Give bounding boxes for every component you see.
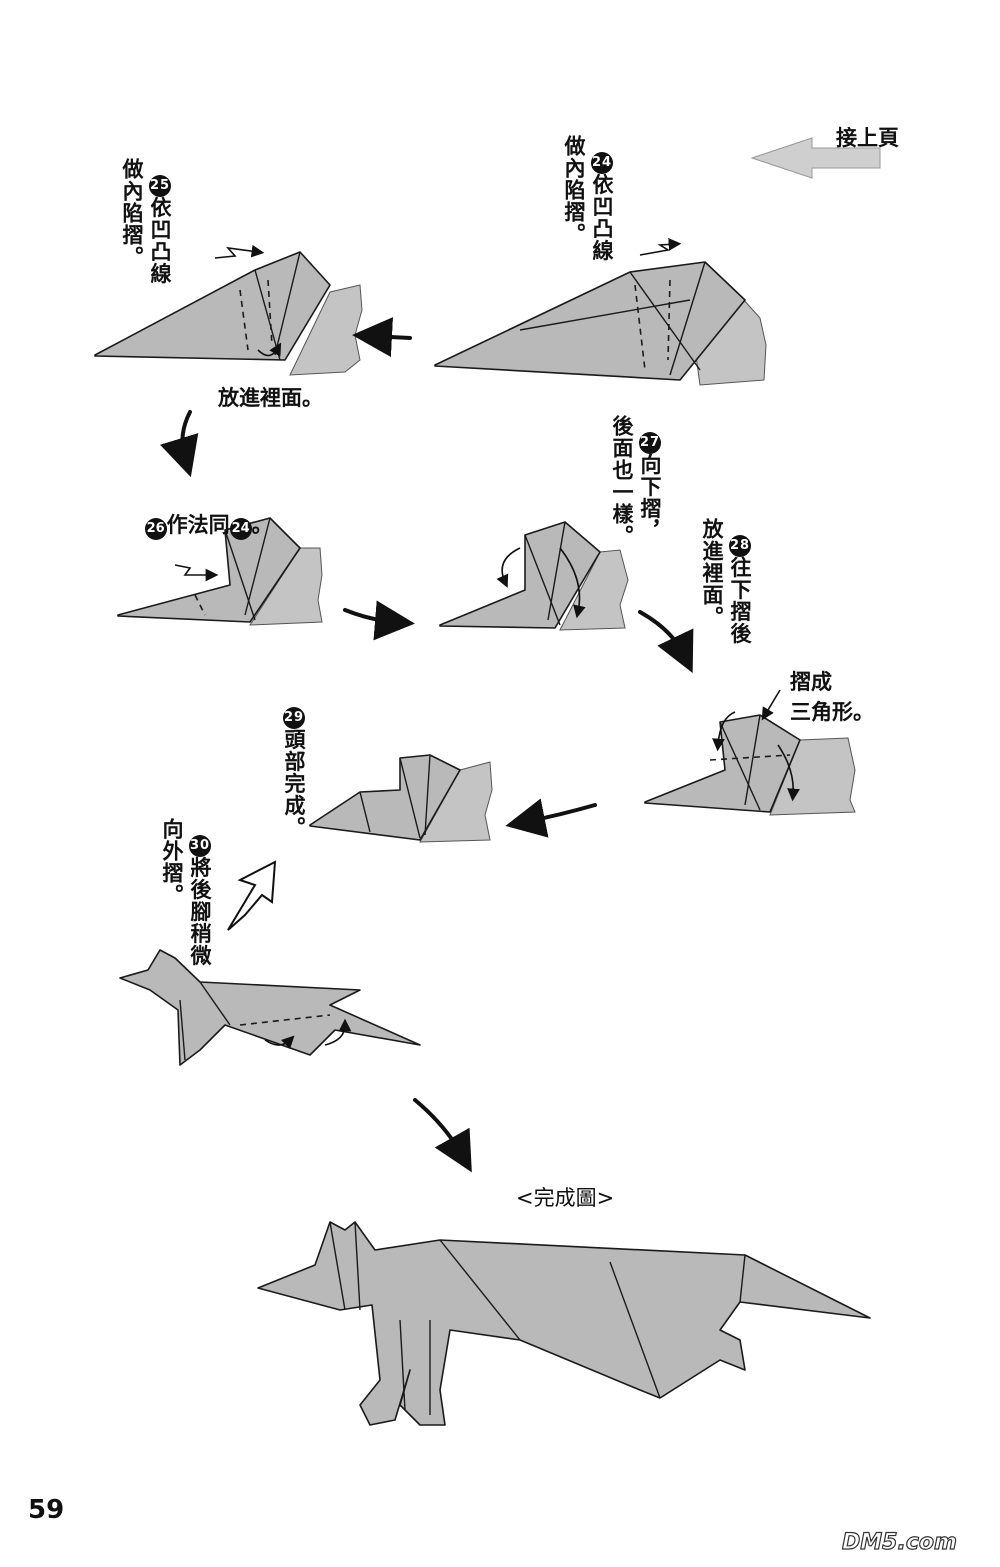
continue-from-previous-label: 接上頁	[836, 126, 899, 150]
step-25-figure	[94, 244, 363, 376]
final-fox-figure	[257, 1221, 871, 1426]
step-24-figure	[434, 238, 767, 386]
step-30-text: 將後腳稍微 向外摺。	[160, 818, 212, 967]
step-25-number: 25	[149, 174, 171, 197]
step-24-instruction: 24依凹凸線 做內陷摺。	[560, 135, 644, 305]
page-number: 59	[28, 1495, 65, 1525]
flow-arrow	[413, 1098, 472, 1173]
step-30-number: 30	[189, 834, 211, 857]
continue-arrow	[750, 137, 881, 179]
flow-arrow	[352, 317, 412, 358]
step-28-note-line2: 三角形。	[790, 700, 874, 724]
step-28-text: 往下摺後 放進裡面。	[700, 518, 752, 645]
step-26-end: 。	[251, 513, 273, 537]
step-27-instruction: 27向下摺， 後面也一樣。	[608, 415, 692, 550]
step-30-instruction: 30將後腳稍微 向外摺。	[158, 818, 242, 968]
final-figure-label: <完成圖>	[516, 1186, 615, 1210]
step-26-text: 作法同	[166, 513, 230, 537]
step-24-text: 依凹凸線 做內陷摺。	[562, 135, 614, 262]
flow-arrow	[343, 600, 415, 641]
step-28-figure	[644, 689, 856, 816]
step-25-instruction: 25依凹凸線 做內陷摺。	[118, 158, 202, 328]
step-30-arrow	[227, 860, 277, 931]
step-27-figure	[439, 521, 629, 631]
step-25-text: 依凹凸線 做內陷摺。	[120, 158, 172, 285]
step-30-figure	[119, 949, 421, 1066]
step-29-figure	[309, 754, 493, 843]
step-24-number: 24	[591, 151, 613, 174]
step-28-number: 28	[729, 534, 751, 557]
step-29-instruction: 29頭部完成。	[280, 690, 336, 840]
step-25-note: 放進裡面。	[218, 386, 323, 410]
step-29-number: 29	[283, 706, 305, 729]
step-27-text: 向下摺， 後面也一樣。	[610, 415, 662, 547]
flow-arrow	[505, 798, 597, 838]
step-26-number: 26	[144, 518, 167, 540]
step-29-text: 頭部完成。	[282, 728, 306, 839]
step-28-note-line1: 摺成	[790, 670, 832, 694]
step-27-number: 27	[639, 431, 661, 454]
flow-arrow	[160, 410, 199, 478]
flow-arrow	[638, 610, 694, 674]
step-26-ref-number: 24	[229, 518, 252, 540]
step-26-figure	[117, 517, 323, 626]
step-28-instruction: 28往下摺後 放進裡面。	[698, 518, 782, 658]
watermark-logo: DM5.com	[841, 1529, 957, 1555]
